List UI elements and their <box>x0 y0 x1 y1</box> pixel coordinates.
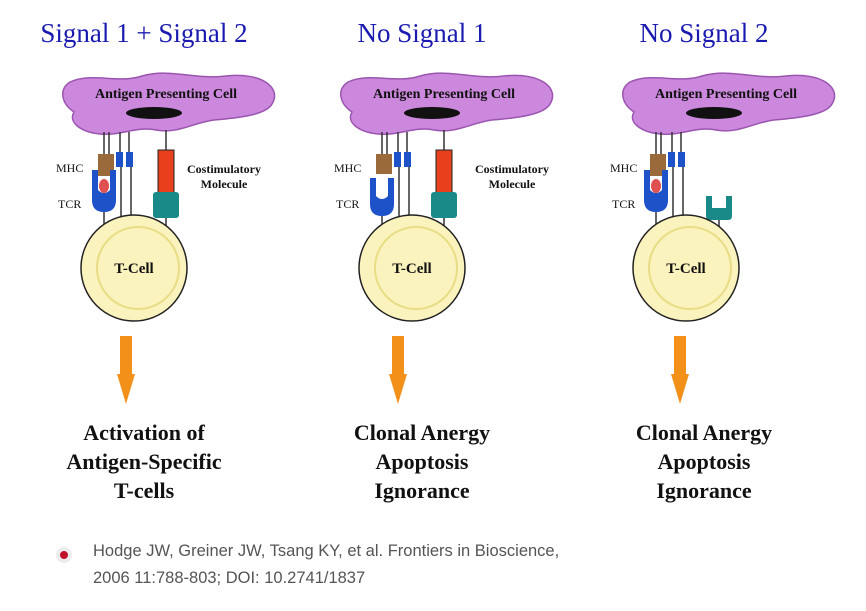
costimulatory-receptor <box>153 192 179 218</box>
arrow-shaft <box>120 336 132 378</box>
adhesion-molecule <box>116 152 123 167</box>
outcome-line: Apoptosis <box>375 449 469 474</box>
costimulatory-molecule <box>435 149 453 199</box>
tcr-receptor <box>92 170 116 212</box>
mhc-label: MHC <box>56 161 83 175</box>
outcome-text: Activation of Antigen-Specific T-cells <box>0 418 288 505</box>
panel-no-signal-1: No Signal 1 Antigen Presenting Cell Cost… <box>278 0 566 520</box>
t-cell-label: T-Cell <box>392 261 431 277</box>
tcr-label: TCR <box>612 197 635 211</box>
panel-signal-1-plus-2: Signal 1 + Signal 2 Antigen Presenting C… <box>0 0 288 520</box>
antigen-peptide <box>99 179 109 193</box>
mhc-label: MHC <box>610 161 637 175</box>
outcome-line: Antigen-Specific <box>66 449 222 474</box>
outcome-text: Clonal Anergy Apoptosis Ignorance <box>560 418 848 505</box>
apc-nucleus <box>126 107 182 119</box>
arrow-head <box>389 374 407 404</box>
citation-line: 2006 11:788-803; DOI: 10.2741/1837 <box>93 569 366 587</box>
costim-label-line2: Molecule <box>201 177 248 191</box>
mhc-label: MHC <box>334 161 361 175</box>
adhesion-molecule <box>668 152 675 167</box>
arrow-shaft <box>392 336 404 378</box>
apc-nucleus <box>404 107 460 119</box>
signal-diagram: Antigen Presenting Cell Costimulatory Mo… <box>56 72 276 404</box>
costimulatory-molecule <box>157 149 175 199</box>
apc-label: Antigen Presenting Cell <box>95 87 237 102</box>
panel-title: No Signal 2 <box>639 18 769 48</box>
apc-label: Antigen Presenting Cell <box>655 87 797 102</box>
panel-title: No Signal 1 <box>357 18 487 48</box>
bullet-icon <box>56 547 72 563</box>
outcome-line: Ignorance <box>374 478 470 503</box>
panel-title: Signal 1 + Signal 2 <box>40 18 248 48</box>
costim-label-line1: Costimulatory <box>475 162 549 176</box>
adhesion-molecule <box>126 152 133 167</box>
arrow-shaft <box>674 336 686 378</box>
antigen-presenting-cell <box>62 72 276 135</box>
apc-nucleus <box>686 107 742 119</box>
tcr-label: TCR <box>58 197 81 211</box>
outcome-line: Apoptosis <box>657 449 751 474</box>
citation-line: Hodge JW, Greiner JW, Tsang KY, et al. F… <box>93 542 560 560</box>
signal-diagram: Antigen Presenting Cell Costimulatory Mo… <box>334 72 554 404</box>
t-cell-label: T-Cell <box>666 261 705 277</box>
panel-no-signal-2: No Signal 2 Antigen Presenting Cell MHC … <box>560 0 848 520</box>
t-cell-nucleus <box>648 226 732 310</box>
tcr-receptor <box>644 170 668 212</box>
t-cell-label: T-Cell <box>114 261 153 277</box>
outcome-line: Clonal Anergy <box>635 420 773 445</box>
apc-label: Antigen Presenting Cell <box>373 87 515 102</box>
outcome-line: Clonal Anergy <box>353 420 491 445</box>
outcome-text: Clonal Anergy Apoptosis Ignorance <box>278 418 566 505</box>
citation-text: Hodge JW, Greiner JW, Tsang KY, et al. F… <box>93 538 559 592</box>
t-cell-nucleus <box>96 226 180 310</box>
tcr-label: TCR <box>336 197 359 211</box>
arrow-head <box>671 374 689 404</box>
outcome-line: Activation of <box>83 420 205 445</box>
mhc-molecule <box>376 154 392 174</box>
outcome-line: Ignorance <box>656 478 752 503</box>
adhesion-molecule <box>394 152 401 167</box>
antigen-presenting-cell <box>622 72 836 135</box>
adhesion-molecule <box>678 152 685 167</box>
tcr-receptor <box>370 178 394 216</box>
t-cell-nucleus <box>374 226 458 310</box>
costimulatory-receptor <box>706 196 732 220</box>
adhesion-molecule <box>404 152 411 167</box>
antigen-peptide <box>651 179 661 193</box>
antigen-presenting-cell <box>340 72 554 135</box>
signal-diagram: Antigen Presenting Cell MHC TCR T-Cell <box>610 72 836 404</box>
costim-label-line1: Costimulatory <box>187 162 261 176</box>
outcome-line: T-cells <box>113 478 175 503</box>
costimulatory-receptor <box>431 192 457 218</box>
costim-label-line2: Molecule <box>489 177 536 191</box>
arrow-head <box>117 374 135 404</box>
